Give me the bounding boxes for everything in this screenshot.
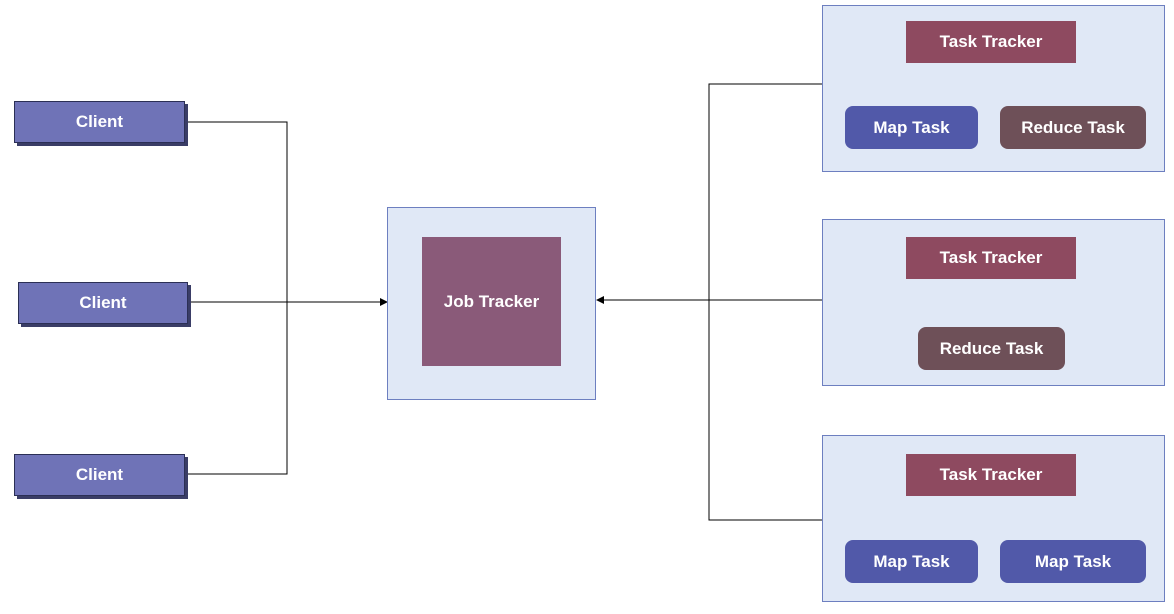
reduce-task-box: Reduce Task	[918, 327, 1065, 370]
job-tracker-box: Job Tracker	[422, 237, 561, 366]
task-tracker-box-3: Task Tracker	[906, 454, 1076, 496]
client-3-connector	[188, 302, 288, 475]
task-tracker-box-1: Task Tracker	[906, 21, 1076, 63]
node-1-connector	[708, 83, 822, 300]
map-task-box: Map Task	[1000, 540, 1146, 583]
client-box-1: Client	[14, 101, 185, 143]
client-box-2: Client	[18, 282, 188, 324]
client-1-connector	[188, 121, 288, 302]
map-task-box: Map Task	[845, 540, 978, 583]
client-box-3: Client	[14, 454, 185, 496]
task-tracker-box-2: Task Tracker	[906, 237, 1076, 279]
reduce-task-box: Reduce Task	[1000, 106, 1146, 149]
map-task-box: Map Task	[845, 106, 978, 149]
node-3-connector	[708, 300, 822, 521]
